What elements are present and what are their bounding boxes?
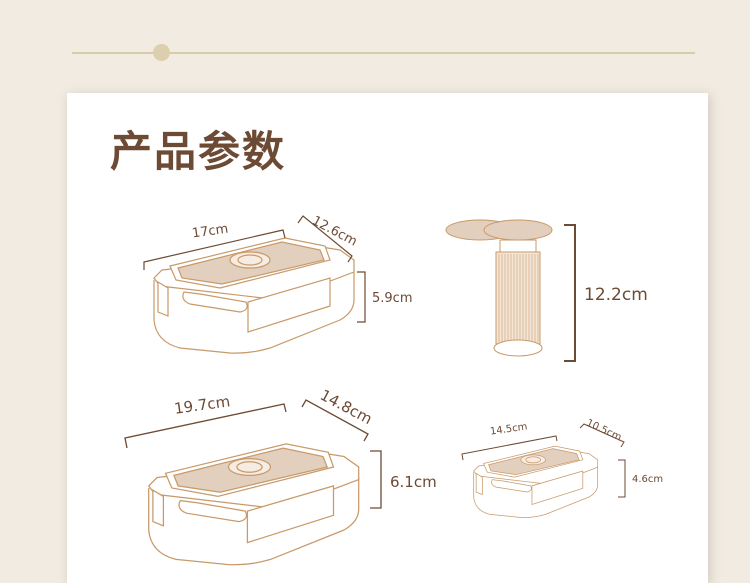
pump-height-label: 12.2cm [584, 285, 648, 305]
small-container-illustration [473, 445, 599, 518]
vacuum-pump-illustration [445, 219, 553, 357]
small-height-label: 4.6cm [632, 474, 664, 485]
medium-dimension-lines [143, 215, 366, 323]
decorative-line [72, 52, 695, 54]
medium-height-label: 5.9cm [372, 291, 413, 306]
decorative-dot [153, 44, 170, 61]
large-dimension-lines [124, 399, 382, 509]
large-height-label: 6.1cm [390, 473, 437, 491]
large-container-illustration [147, 443, 360, 566]
page-title: 产品参数 [110, 127, 287, 176]
small-dimension-lines [461, 423, 626, 498]
medium-container-illustration [153, 237, 355, 354]
pump-dimension-line [564, 224, 576, 362]
